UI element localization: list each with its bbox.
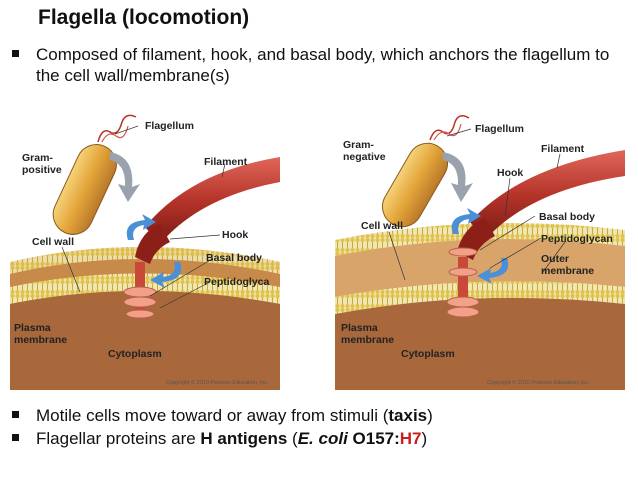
label-flagellum: Flagellum [145, 120, 195, 132]
outer-membrane-bilayer [335, 222, 625, 256]
filament-right [470, 150, 625, 240]
filament [145, 157, 280, 244]
taxis-term: taxis [388, 406, 428, 425]
label-basal-body: Basal body [206, 252, 263, 264]
label-hook-right: Hook [497, 167, 524, 179]
figure-gram-negative: Flagellum Gram- negative Filament Hook C… [335, 112, 625, 390]
bullet-composition: Composed of filament, hook, and basal bo… [10, 44, 620, 86]
label-membrane-right: membrane [341, 334, 395, 346]
bullet-text: Flagellar proteins are H antigens (E. co… [36, 429, 428, 448]
ecoli-term: E. coli [297, 429, 348, 448]
label-flagellum-right: Flagellum [475, 123, 525, 135]
copyright-left: Copyright © 2010 Pearson Education, Inc. [166, 380, 269, 386]
label-negative: negative [343, 151, 386, 163]
label-membrane: membrane [14, 334, 68, 346]
label-gram-right: Gram- [343, 139, 374, 151]
copyright-right: Copyright © 2010 Pearson Education, Inc. [487, 380, 590, 386]
bullet-square-icon [12, 411, 19, 418]
figure-gram-positive: Flagellum Gram- positive Filament Cell w… [10, 112, 280, 390]
label-filament-right: Filament [541, 143, 585, 155]
label-outer: Outer [541, 253, 570, 265]
label-hook: Hook [222, 229, 249, 241]
label-gram: Gram- [22, 152, 53, 164]
bacterium-cell [52, 144, 117, 235]
bullet-taxis: Motile cells move toward or away from st… [10, 405, 620, 426]
cytoplasm-region-right [335, 297, 625, 390]
label-peptidoglycan: Peptidoglyca [204, 276, 270, 288]
bullet-square-icon [12, 434, 19, 441]
hook [135, 224, 170, 264]
bullet-h-antigens: Flagellar proteins are H antigens (E. co… [10, 428, 620, 449]
bullet-text: Motile cells move toward or away from st… [36, 406, 433, 425]
cytoplasm-region [10, 291, 280, 390]
label-plasma-right: Plasma [341, 322, 378, 334]
h7-term: H7 [399, 429, 422, 448]
label-cytoplasm: Cytoplasm [108, 348, 162, 360]
label-basal-body-right: Basal body [539, 211, 596, 223]
gram-negative-illustration [335, 115, 625, 390]
bullet-square-icon [12, 50, 19, 57]
label-cell-wall-right: Cell wall [361, 220, 404, 232]
label-plasma: Plasma [14, 322, 51, 334]
plasma-membrane-bilayer-right [335, 281, 625, 314]
bullet-text: Composed of filament, hook, and basal bo… [36, 45, 610, 85]
h-antigens-term: H antigens [200, 429, 288, 448]
label-positive: positive [22, 164, 62, 176]
gram-positive-illustration [10, 114, 280, 390]
label-cell-wall: Cell wall [32, 236, 75, 248]
peptidoglycan-layer [335, 238, 625, 297]
label-cytoplasm-right: Cytoplasm [401, 348, 455, 360]
bacterium-cell-right [382, 142, 448, 228]
label-peptidoglycan-right: Peptidoglycan [541, 233, 613, 245]
slide-title: Flagella (locomotion) [38, 6, 250, 29]
label-filament: Filament [204, 156, 248, 168]
label-outer-membrane: membrane [541, 265, 595, 277]
